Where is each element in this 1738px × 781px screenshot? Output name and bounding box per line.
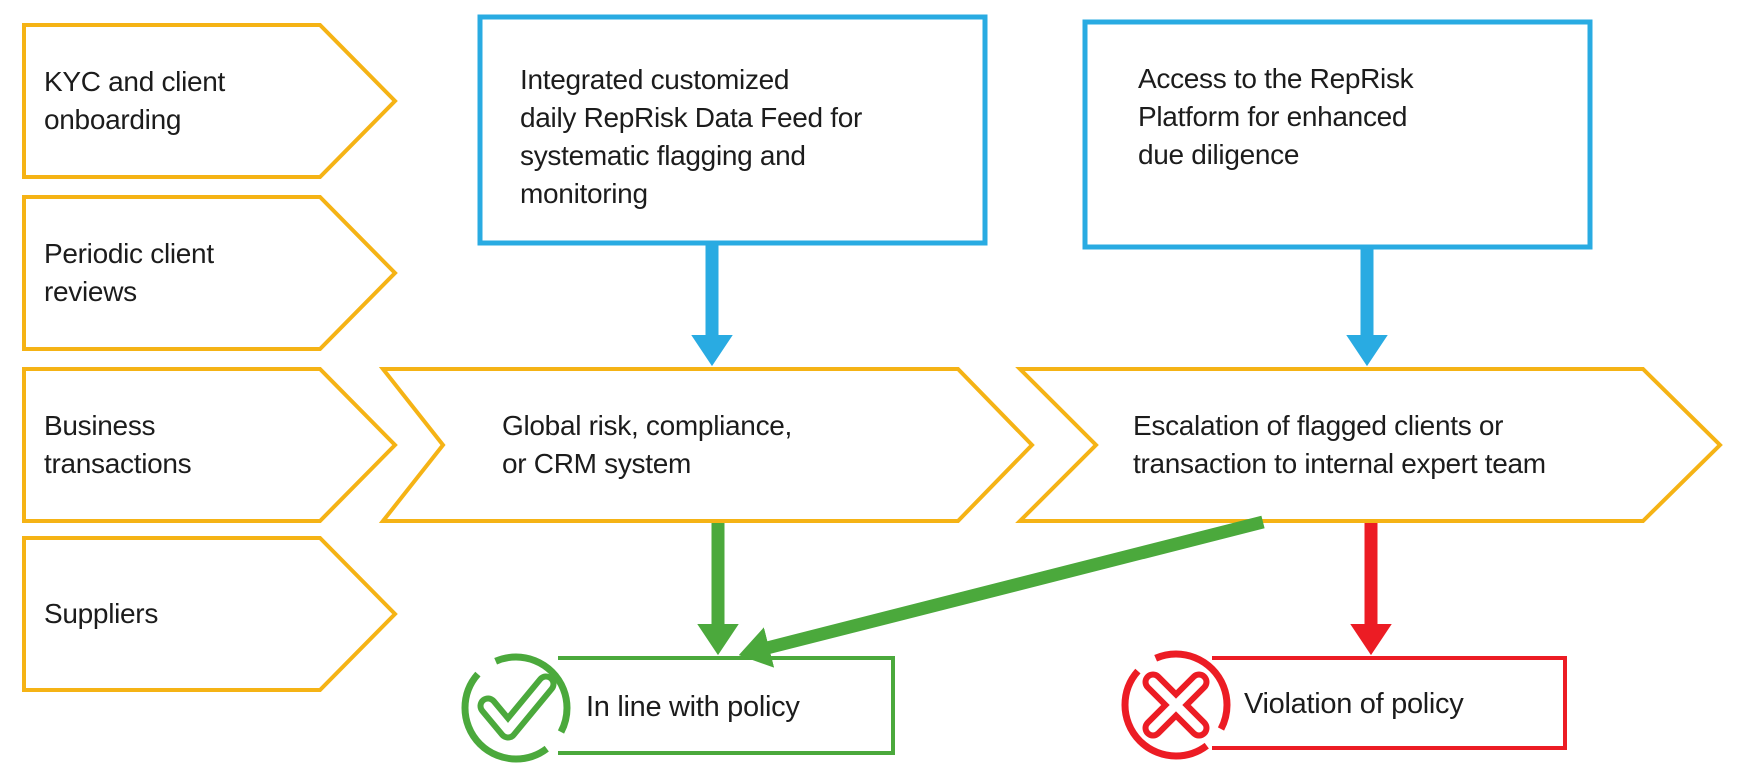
x-mark-inner	[1148, 677, 1204, 733]
input-suppliers-label: Suppliers	[44, 598, 159, 629]
outcome-violation-label: Violation of policy	[1244, 688, 1464, 720]
outcome-in-line-label: In line with policy	[586, 691, 800, 723]
solution-box-data-feed	[477, 14, 988, 246]
outcome-box-in-line	[558, 656, 895, 755]
escalation-to-inline-arrow	[738, 515, 1265, 668]
x-circle-icon	[1121, 650, 1231, 760]
input-chevron-periodic-reviews	[22, 195, 398, 351]
input-kyc-label: KYC and client onboarding	[44, 66, 226, 135]
check-mark-inner	[483, 679, 551, 735]
system-escalation-label: Escalation of flagged clients or transac…	[1133, 410, 1546, 479]
check-circle-icon	[461, 653, 571, 763]
input-chevron-suppliers	[22, 536, 398, 692]
system-crm-label: Global risk, compliance, or CRM system	[502, 410, 793, 479]
process-chevron-escalation	[1015, 367, 1723, 523]
input-chevron-business-transactions	[22, 367, 398, 523]
solution-data-feed-label: Integrated customized daily RepRisk Data…	[520, 64, 863, 209]
input-periodic-reviews-label: Periodic client reviews	[44, 238, 214, 307]
solution-box-platform	[1082, 19, 1593, 250]
process-chevron-crm-system	[378, 367, 1035, 523]
input-chevron-kyc	[22, 23, 398, 179]
outcome-box-violation	[1212, 656, 1567, 750]
input-business-transactions-label: Business transactions	[44, 410, 192, 479]
solution-platform-label: Access to the RepRisk Platform for enhan…	[1138, 63, 1414, 170]
